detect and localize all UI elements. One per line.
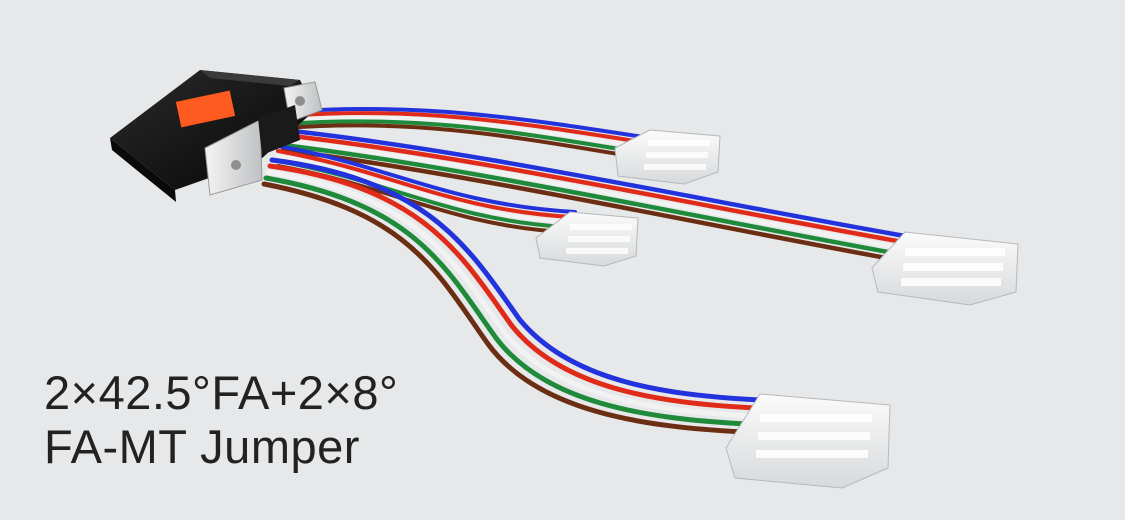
caption-line-2: FA-MT Jumper [44,420,360,473]
fiber-ribbon-bottom [261,157,763,435]
mt-connector-icon [110,70,323,202]
orange-label [175,90,236,128]
fa-array-connector-icon [614,129,721,185]
fa-array-connector-icon [725,393,891,489]
fa-array-connector-icon [871,231,1019,306]
fiber-ribbon-long [280,127,908,263]
caption: 2×42.5°FA+2×8° FA-MT Jumper [44,366,398,474]
caption-line-1: 2×42.5°FA+2×8° [44,366,399,419]
fa-array-connector-icon [535,211,639,267]
fiber-ribbon-top [283,106,652,160]
